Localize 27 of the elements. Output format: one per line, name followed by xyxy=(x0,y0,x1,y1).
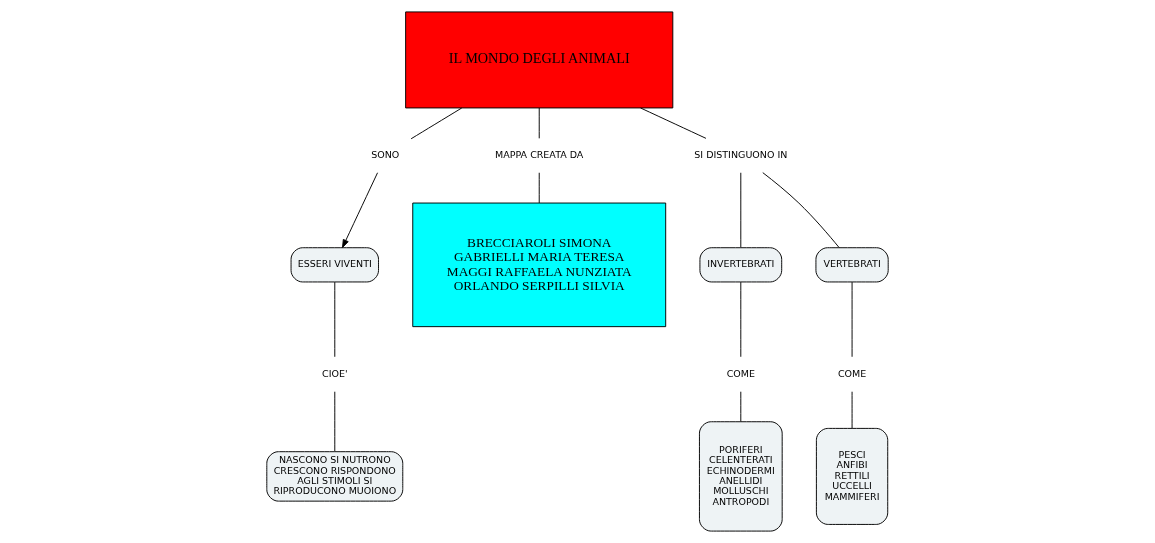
node-text: SI DISTINGUONO IN xyxy=(694,148,788,160)
connector xyxy=(740,172,742,248)
node-box: VERTEBRATI xyxy=(815,247,889,283)
connector xyxy=(851,281,853,358)
node-box: ESSERI VIVENTI xyxy=(290,247,379,283)
connector xyxy=(334,391,336,452)
connector xyxy=(740,391,742,423)
node-text: SONO xyxy=(371,148,400,160)
node-box: IL MONDO DEGLI ANIMALI xyxy=(405,11,674,109)
connector xyxy=(538,107,540,139)
arrow xyxy=(342,172,378,248)
node-text: COME xyxy=(726,367,755,379)
connector xyxy=(740,281,742,358)
connector xyxy=(334,281,336,358)
node-text: COME xyxy=(837,367,867,379)
node-box: PESCI ANFIBI RETTILI UCCELLI MAMMIFERI xyxy=(815,427,889,525)
node-box: NASCONO SI NUTRONO CRESCONO RISPONDONO AGLI STIMOLI SI RIPRODUCONO MUOIONO xyxy=(266,451,404,502)
connector xyxy=(851,391,853,429)
node-text: CIOE' xyxy=(322,367,348,379)
node-text: MAPPA CREATA DA xyxy=(495,148,584,160)
connector xyxy=(538,172,540,204)
node-box: INVERTEBRATI xyxy=(699,247,783,283)
connector xyxy=(762,172,840,249)
connector xyxy=(410,107,463,140)
node-box: BRECCIAROLI SIMONA GABRIELLI MARIA TERESA MAGGI RAFFAELA NUNZIATA ORLANDO SERPILLI SILVIA xyxy=(412,202,667,328)
connector xyxy=(640,107,707,139)
node-box: PORIFERI CELENTERATI ECHINODERMI ANELLIDI MOLLUSCHI ANTROPODI xyxy=(698,421,783,532)
